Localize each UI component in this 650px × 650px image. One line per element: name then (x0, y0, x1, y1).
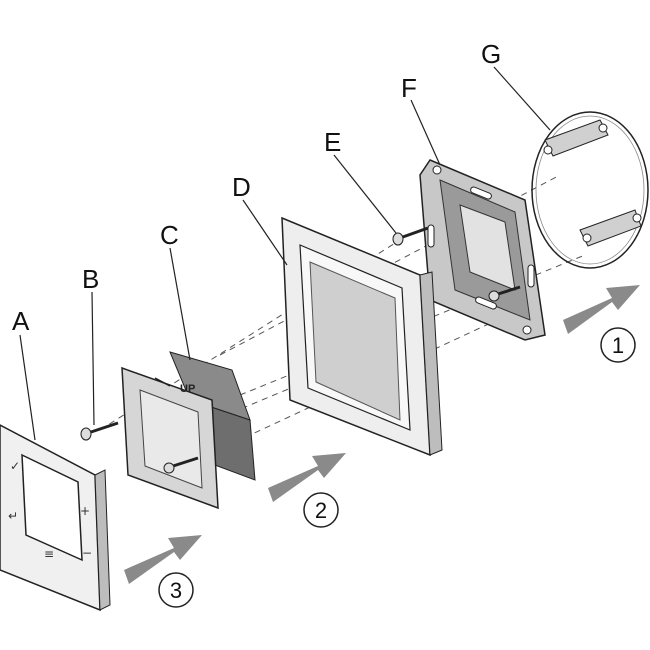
cover-frame (281, 216, 443, 457)
leader-d (242, 199, 288, 266)
cover-frame-inner-edge (309, 261, 401, 421)
step-1-circle (600, 327, 636, 363)
insert-module-screw-head (163, 462, 175, 474)
screw-e-shaft (399, 226, 429, 240)
wall-box-screw-hole (632, 213, 642, 223)
display-panel: ✓ ↵ + − ≡ (0, 424, 111, 612)
mounting-plate-slot (475, 296, 497, 310)
leader-lines (19, 66, 551, 441)
leader-g (493, 66, 551, 131)
screw-b-head (80, 427, 92, 441)
mounting-plate-hole (432, 165, 442, 175)
arrow-step-2 (268, 453, 346, 502)
screw-b-shaft (87, 421, 119, 435)
mounting-plate-slot (470, 186, 492, 200)
step-1-number: 1 (612, 333, 624, 358)
callout-b: B (82, 264, 99, 294)
step-2-badge: 2 (303, 492, 339, 528)
wall-box-screw-hole (543, 145, 553, 155)
wall-box-bracket-top (544, 119, 609, 157)
step-3-badge: 3 (158, 572, 194, 608)
wall-box (531, 111, 649, 269)
insert-module-screw (169, 456, 199, 469)
plus-icon: + (80, 504, 90, 518)
insert-module: UP (121, 351, 256, 510)
screw-e (392, 226, 429, 246)
leader-a (19, 334, 36, 441)
display-panel-side (94, 469, 111, 611)
insert-module-up-marking: UP (180, 383, 195, 395)
menu-icon: ≡ (44, 547, 54, 561)
screw-e-head (392, 232, 404, 246)
callout-e: E (324, 127, 341, 157)
insert-module-up-arrow (154, 377, 171, 387)
insert-module-center (139, 389, 203, 489)
arrow-step-3 (124, 535, 202, 584)
wall-box-ring (531, 111, 649, 269)
step-3-circle (158, 572, 194, 608)
callout-f: F (401, 73, 417, 103)
minus-icon: − (82, 546, 92, 560)
screw-b (80, 421, 119, 441)
mounting-plate-slot (527, 264, 535, 288)
leader-e (333, 154, 397, 234)
leader-f (410, 99, 441, 166)
wall-box-screw-hole (598, 123, 608, 133)
display-screen (21, 453, 83, 562)
callout-c: C (160, 220, 179, 250)
step-3-number: 3 (170, 578, 182, 603)
leader-c (169, 247, 191, 361)
cover-frame-side (419, 271, 443, 456)
mounting-plate-hole (522, 325, 532, 335)
wall-box-screw-hole (582, 233, 592, 243)
callout-a: A (12, 306, 30, 336)
mounting-plate-screw-head (488, 290, 500, 302)
callout-d: D (232, 172, 251, 202)
arrow-step-1 (563, 285, 640, 334)
callout-g: G (481, 39, 501, 69)
step-2-number: 2 (315, 498, 327, 523)
step-1-badge: 1 (600, 327, 636, 363)
mounting-plate-screw (494, 285, 521, 297)
step-2-circle (303, 492, 339, 528)
mounting-plate (419, 159, 546, 341)
wall-box-ring-inner (535, 115, 645, 265)
direction-arrows (124, 285, 640, 584)
check-icon: ✓ (10, 459, 20, 473)
leader-b (91, 291, 95, 426)
return-icon: ↵ (8, 509, 18, 523)
mounting-plate-slot (427, 224, 435, 248)
